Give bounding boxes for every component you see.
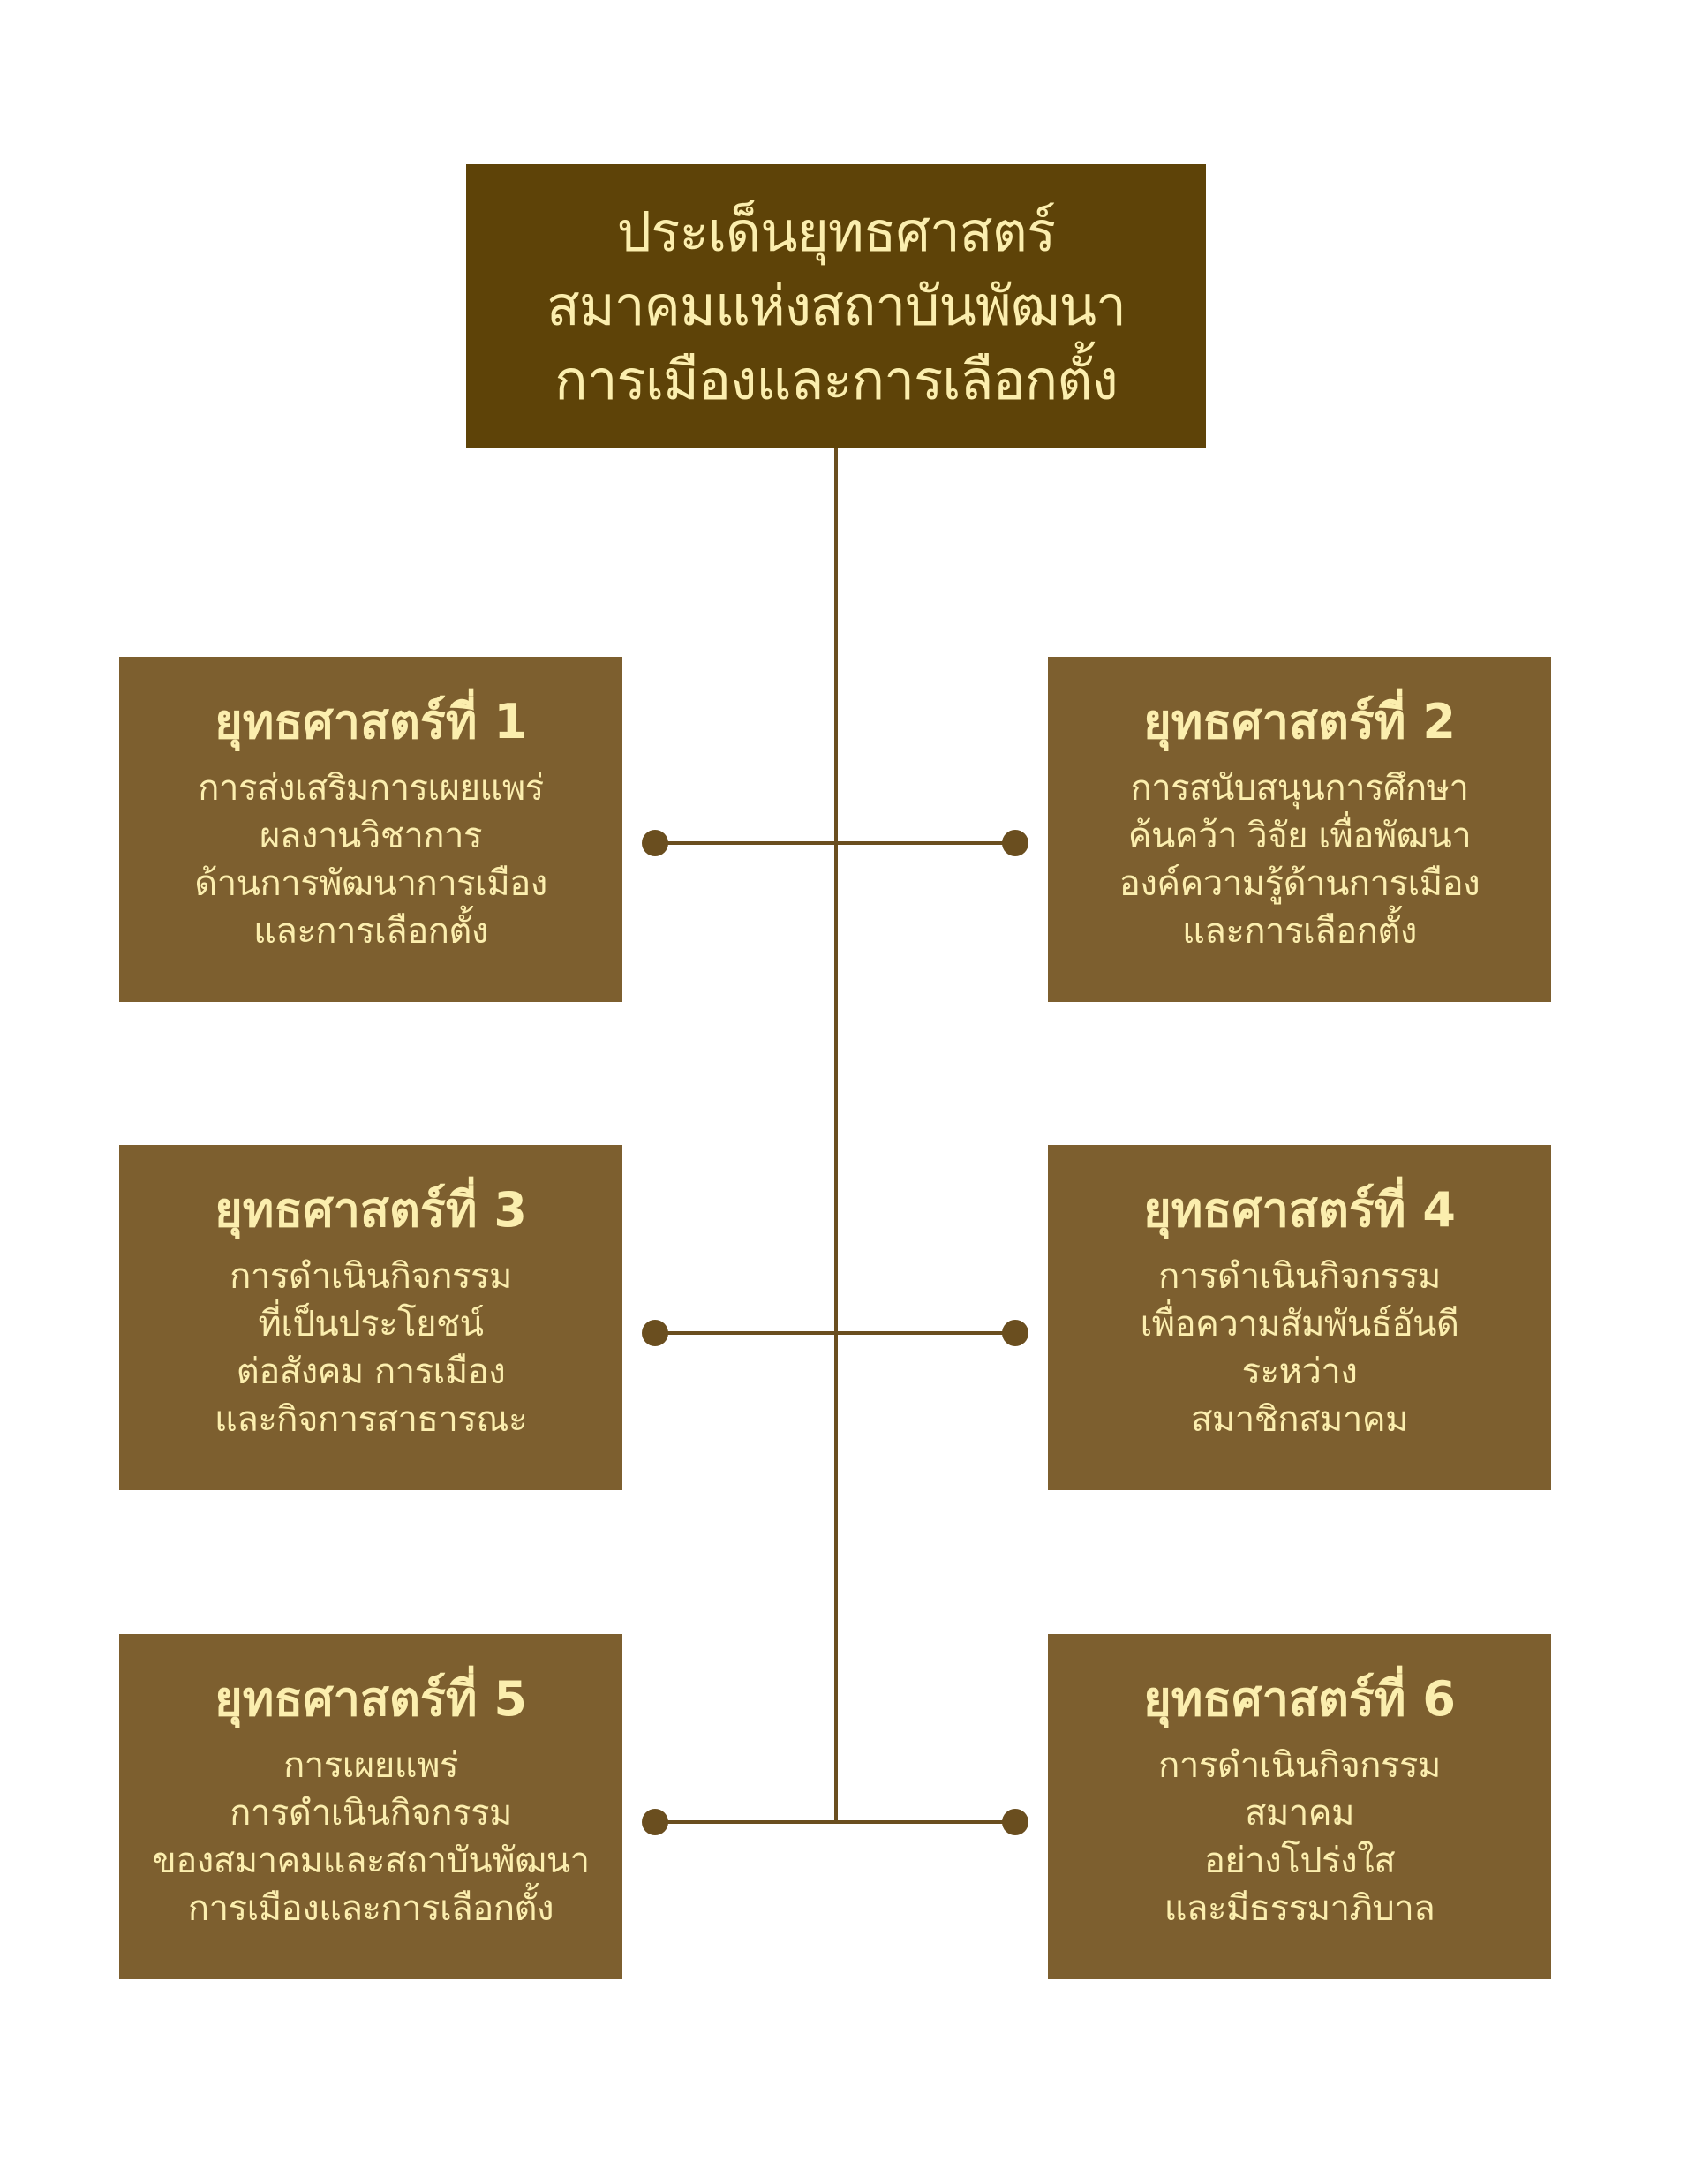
strategy-text-line: ค้นคว้า วิจัย เพื่อพัฒนา (1127, 816, 1472, 856)
strategy-heading: ยุทธศาสตร์ที่ 5 (215, 1671, 527, 1727)
connector-dot-5 (642, 1809, 668, 1835)
strategy-heading: ยุทธศาสตร์ที่ 1 (215, 694, 527, 749)
title-line: ประเด็นยุทธศาสตร์ (616, 200, 1056, 264)
strategy-text-line: อย่างโปร่งใส (1203, 1841, 1396, 1881)
title-line: สมาคมแห่งสถาบันพัฒนา (546, 274, 1126, 338)
strategy-box-5: ยุทธศาสตร์ที่ 5 การเผยแพร่ การดำเนินกิจก… (119, 1634, 622, 1979)
strategy-text-line: ด้านการพัฒนาการเมือง (194, 863, 547, 904)
strategy-text-line: และมีธรรมาภิบาล (1164, 1888, 1435, 1929)
title-line: การเมืองและการเลือกตั้ง (554, 348, 1119, 412)
strategy-text-line: สมาชิกสมาคม (1191, 1399, 1408, 1440)
strategy-text-line: การดำเนินกิจกรรม (1158, 1745, 1441, 1786)
strategy-box-3: ยุทธศาสตร์ที่ 3 การดำเนินกิจกรรม ที่เป็น… (119, 1145, 622, 1490)
title-box: ประเด็นยุทธศาสตร์ สมาคมแห่งสถาบันพัฒนา ก… (466, 164, 1206, 448)
strategy-text-line: การดำเนินกิจกรรม (230, 1793, 512, 1834)
strategy-text-line: ของสมาคมและสถาบันพัฒนา (152, 1841, 590, 1881)
strategy-text-line: การส่งเสริมการเผยแพร่ (198, 768, 544, 809)
strategy-text-line: ที่เป็นประโยชน์ (258, 1304, 484, 1344)
strategy-text-line: ระหว่าง (1241, 1352, 1358, 1392)
strategy-text-line: การดำเนินกิจกรรม (1158, 1256, 1441, 1297)
strategy-text-line: องค์ความรู้ด้านการเมือง (1119, 863, 1480, 904)
strategy-heading: ยุทธศาสตร์ที่ 6 (1143, 1671, 1456, 1727)
connector-dot-1 (642, 830, 668, 856)
strategy-text-line: สมาคม (1245, 1793, 1354, 1834)
strategy-text-line: และกิจการสาธารณะ (215, 1399, 527, 1440)
strategy-text-line: การเมืองและการเลือกตั้ง (187, 1888, 554, 1929)
strategy-box-6: ยุทธศาสตร์ที่ 6 การดำเนินกิจกรรม สมาคม อ… (1048, 1634, 1551, 1979)
strategy-text-line: และการเลือกตั้ง (253, 911, 488, 952)
connector-dot-3 (642, 1320, 668, 1346)
strategy-box-2: ยุทธศาสตร์ที่ 2 การสนับสนุนการศึกษา ค้นค… (1048, 657, 1551, 1002)
strategy-text-line: การสนับสนุนการศึกษา (1130, 768, 1469, 809)
connector-dot-6 (1002, 1809, 1028, 1835)
strategy-text-line: ผลงานวิชาการ (259, 816, 483, 856)
strategy-heading: ยุทธศาสตร์ที่ 2 (1143, 694, 1456, 749)
strategy-text-line: และการเลือกตั้ง (1182, 911, 1417, 952)
strategy-heading: ยุทธศาสตร์ที่ 4 (1143, 1182, 1456, 1238)
strategy-box-4: ยุทธศาสตร์ที่ 4 การดำเนินกิจกรรม เพื่อคว… (1048, 1145, 1551, 1490)
strategy-text-line: การเผยแพร่ (283, 1745, 458, 1786)
strategy-heading: ยุทธศาสตร์ที่ 3 (215, 1182, 527, 1238)
strategy-text-line: ต่อสังคม การเมือง (236, 1352, 506, 1392)
strategy-box-1: ยุทธศาสตร์ที่ 1 การส่งเสริมการเผยแพร่ ผล… (119, 657, 622, 1002)
strategy-text-line: เพื่อความสัมพันธ์อันดี (1140, 1304, 1459, 1344)
strategy-text-line: การดำเนินกิจกรรม (230, 1256, 512, 1297)
connector-dot-2 (1002, 830, 1028, 856)
connector-dot-4 (1002, 1320, 1028, 1346)
